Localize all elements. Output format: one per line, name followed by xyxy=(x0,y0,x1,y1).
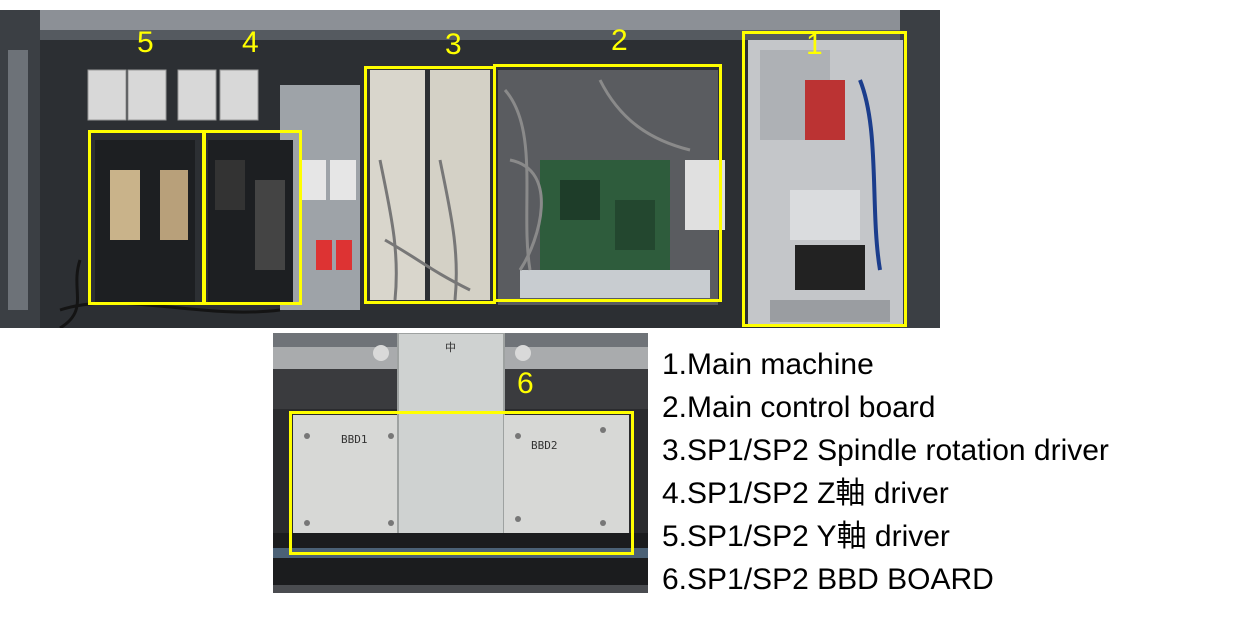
legend-item-5: 5.SP1/SP2 Y軸 driver xyxy=(662,520,950,553)
bbd-photo: BBD1 BBD2 中 xyxy=(273,333,648,593)
legend-item-1: 1.Main machine xyxy=(662,348,874,381)
callout-2: 2 xyxy=(611,24,628,57)
cabinet-photo xyxy=(0,10,940,328)
legend-item-3: 3.SP1/SP2 Spindle rotation driver xyxy=(662,434,1109,467)
panel-label-bbd1: BBD1 xyxy=(341,433,368,446)
callout-1: 1 xyxy=(806,28,823,61)
callout-3: 3 xyxy=(445,28,462,61)
legend-item-6: 6.SP1/SP2 BBD BOARD xyxy=(662,563,994,596)
legend-item-4: 4.SP1/SP2 Z軸 driver xyxy=(662,477,949,510)
panel-label-top: 中 xyxy=(445,341,456,354)
callout-6: 6 xyxy=(517,367,534,400)
callout-4: 4 xyxy=(242,26,259,59)
bbd-illustration xyxy=(273,333,648,593)
cabinet-illustration xyxy=(0,10,940,328)
legend: 1.Main machine 2.Main control board 3.SP… xyxy=(662,343,1109,601)
legend-item-2: 2.Main control board xyxy=(662,391,936,424)
panel-label-bbd2: BBD2 xyxy=(531,439,558,452)
callout-5: 5 xyxy=(137,26,154,59)
